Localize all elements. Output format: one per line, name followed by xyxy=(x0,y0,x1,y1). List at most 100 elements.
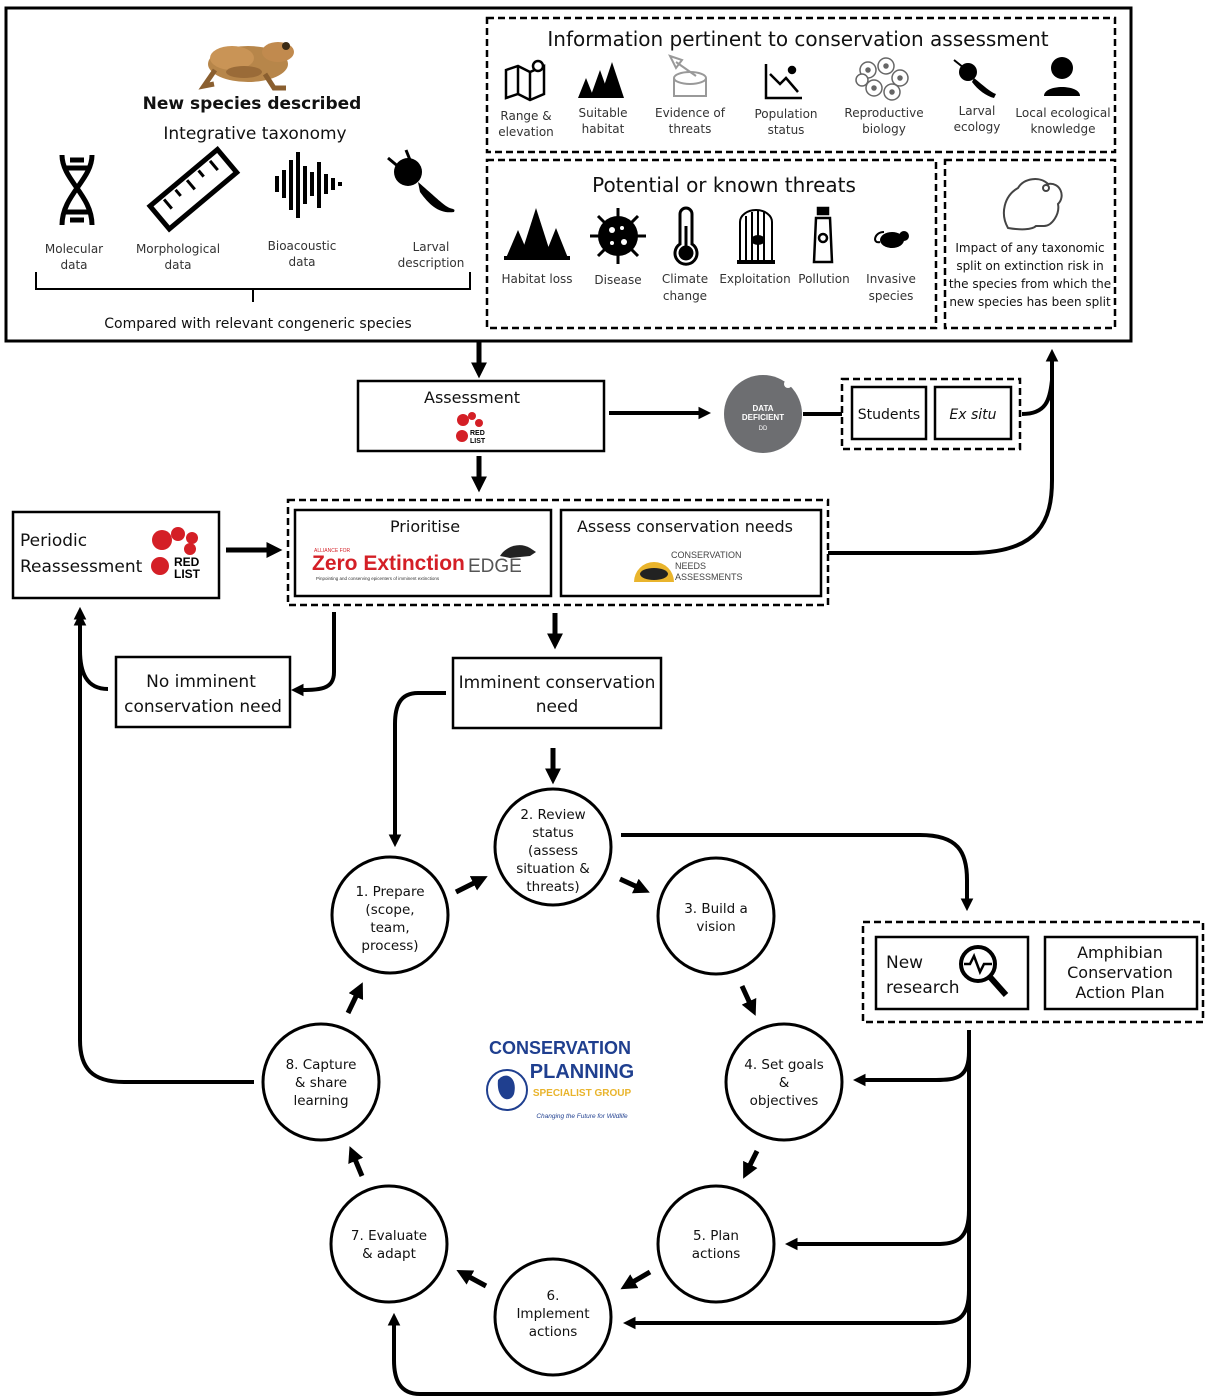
step-1-label: 1. Prepare (scope, team, process) xyxy=(355,884,424,954)
arrow-learning-to-periodic xyxy=(73,606,254,1084)
svg-text:(scope,: (scope, xyxy=(365,902,414,918)
svg-text:4. Set goals: 4. Set goals xyxy=(744,1057,824,1073)
svg-text:RED: RED xyxy=(470,430,485,437)
svg-text:ASSESSMENTS: ASSESSMENTS xyxy=(675,572,743,582)
svg-text:Reproductive: Reproductive xyxy=(844,106,923,120)
svg-text:Bioacoustic: Bioacoustic xyxy=(268,239,337,253)
step-6-circle xyxy=(493,1257,613,1377)
svg-text:Evidence of: Evidence of xyxy=(655,106,726,120)
step-5-circle xyxy=(656,1184,776,1304)
svg-text:DEFICIENT: DEFICIENT xyxy=(742,413,784,422)
red-list-logo: RED LIST xyxy=(456,412,486,445)
svg-text:change: change xyxy=(663,289,707,303)
threats-box-title: Potential or known threats xyxy=(592,173,856,197)
svg-text:& share: & share xyxy=(295,1075,347,1091)
svg-text:Larval: Larval xyxy=(959,104,996,118)
bracket xyxy=(35,272,471,302)
aze-logo: ALLIANCE FOR Zero Extinction Pinpointing… xyxy=(312,548,465,581)
step-8-label: 8. Capture & share learning xyxy=(286,1057,357,1109)
research-trunk xyxy=(387,1030,971,1396)
svg-text:objectives: objectives xyxy=(750,1093,819,1109)
periodic-line1: Periodic xyxy=(20,531,87,551)
rat-icon xyxy=(874,231,909,248)
step-6-label: 6. Implement actions xyxy=(516,1288,589,1340)
svg-text:Exploitation: Exploitation xyxy=(719,272,790,286)
line-cna-up xyxy=(828,370,1054,555)
svg-text:Habitat loss: Habitat loss xyxy=(501,272,572,286)
svg-text:Local ecological: Local ecological xyxy=(1015,106,1110,120)
arrow-review-to-research xyxy=(621,833,974,912)
svg-text:threats): threats) xyxy=(526,879,579,895)
svg-text:threats: threats xyxy=(669,122,712,136)
svg-text:Population: Population xyxy=(754,107,817,121)
svg-text:Pollution: Pollution xyxy=(798,272,849,286)
split-box xyxy=(943,158,1117,330)
step-8-circle xyxy=(261,1022,381,1142)
svg-text:Zero Extinction: Zero Extinction xyxy=(312,552,465,575)
svg-text:Larval: Larval xyxy=(413,240,450,254)
ex-situ-box xyxy=(933,385,1013,441)
eggs-icon xyxy=(855,57,909,101)
acap-line3: Action Plan xyxy=(1075,983,1164,1002)
step-7-circle xyxy=(329,1184,449,1304)
svg-text:Range &: Range & xyxy=(500,109,551,123)
svg-text:actions: actions xyxy=(529,1324,578,1340)
svg-text:5. Plan: 5. Plan xyxy=(693,1228,739,1244)
svg-text:status: status xyxy=(532,825,573,841)
integrative-taxonomy: Integrative taxonomy xyxy=(163,124,346,144)
svg-text:CONSERVATION: CONSERVATION xyxy=(489,1038,631,1058)
svg-text:actions: actions xyxy=(692,1246,741,1262)
step-5-label: 5. Plan actions xyxy=(692,1228,741,1262)
svg-text:EDGE: EDGE xyxy=(468,556,522,577)
step-2-circle xyxy=(493,787,613,907)
svg-text:Invasive: Invasive xyxy=(866,272,916,286)
svg-text:Changing the Future for Wildli: Changing the Future for Wildlife xyxy=(536,1113,628,1120)
data-labels: Molecular data Morphological data Bioaco… xyxy=(45,239,464,272)
step-3-label: 3. Build a vision xyxy=(684,901,748,935)
svg-text:7. Evaluate: 7. Evaluate xyxy=(351,1228,427,1244)
info-box-title: Information pertinent to conservation as… xyxy=(547,27,1048,51)
svg-text:1. Prepare: 1. Prepare xyxy=(355,884,424,900)
svg-text:Climate: Climate xyxy=(662,272,708,286)
arrow-no-imminent-to-periodic xyxy=(73,612,109,691)
svg-text:Pinpointing and conserving epi: Pinpointing and conserving epicenters of… xyxy=(316,576,440,581)
magnifier-icon xyxy=(959,945,1009,997)
imminent-line2: need xyxy=(536,697,578,717)
cycle-arrows xyxy=(345,876,760,1290)
students-box xyxy=(850,385,928,441)
step-4-circle xyxy=(724,1022,844,1142)
cna-label: Assess conservation needs xyxy=(577,517,793,536)
arrow-research-to-goals xyxy=(852,1051,971,1087)
person-icon xyxy=(1044,57,1080,96)
assessment-box xyxy=(356,379,606,453)
svg-text:Impact of any taxonomic: Impact of any taxonomic xyxy=(955,241,1104,255)
svg-text:species: species xyxy=(869,289,914,303)
step-2-label: 2. Review status (assess situation & thr… xyxy=(516,807,590,895)
svg-text:NEEDS: NEEDS xyxy=(675,561,706,571)
assessment-label: Assessment xyxy=(424,388,520,407)
thermometer-icon xyxy=(673,206,699,266)
svg-text:ALLIANCE FOR: ALLIANCE FOR xyxy=(314,548,351,554)
acap-line1: Amphibian xyxy=(1077,943,1163,962)
new-research-line1: New xyxy=(886,953,923,973)
arrow-feedback-up xyxy=(1021,348,1059,416)
step-3-circle xyxy=(656,856,776,976)
svg-text:description: description xyxy=(398,256,465,270)
arrow-to-no-imminent xyxy=(290,612,336,697)
new-research-line2: research xyxy=(886,978,960,998)
periodic-line2: Reassessment xyxy=(20,557,143,577)
svg-text:8. Capture: 8. Capture xyxy=(286,1057,357,1073)
no-imminent-line2: conservation need xyxy=(124,697,282,717)
svg-text:RED: RED xyxy=(174,555,200,569)
edge-logo: EDGE xyxy=(468,545,536,577)
step-4-label: 4. Set goals & objectives xyxy=(744,1057,824,1109)
virus-icon xyxy=(590,208,646,264)
svg-text:Morphological: Morphological xyxy=(136,242,220,256)
svg-text:data: data xyxy=(164,258,191,272)
svg-text:knowledge: knowledge xyxy=(1030,122,1095,136)
periodic-box xyxy=(11,510,221,600)
svg-text:6.: 6. xyxy=(547,1288,560,1304)
frog-outline-icon xyxy=(1002,178,1063,231)
no-imminent-box xyxy=(114,655,292,729)
threats-box xyxy=(485,158,938,330)
